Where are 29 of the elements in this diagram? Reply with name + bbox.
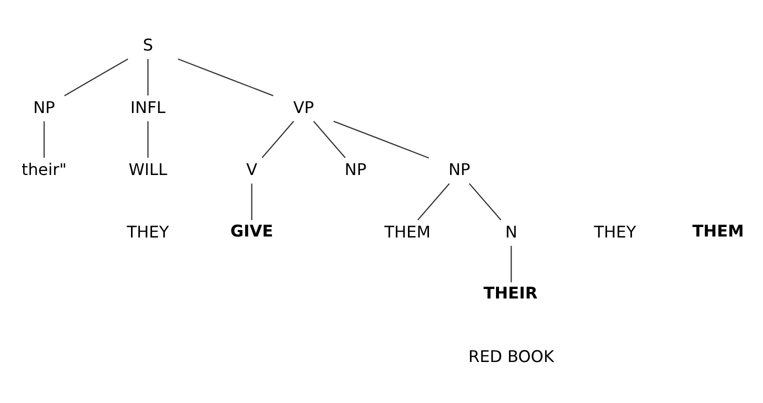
node-text: THEM [384, 222, 430, 241]
node-text: NP [448, 160, 470, 179]
connector [510, 245, 512, 282]
connector [64, 58, 128, 96]
node-text: NP [344, 160, 366, 179]
connector [468, 182, 502, 220]
connector [333, 120, 430, 158]
connector [262, 120, 294, 158]
label: THEM [692, 220, 744, 240]
node-text: V [246, 160, 258, 179]
node-text: GIVE [230, 220, 274, 240]
connector [178, 58, 274, 96]
node-text: NP [33, 97, 56, 116]
connector [44, 120, 45, 158]
connector [147, 120, 149, 158]
node-text: N [505, 222, 518, 241]
node-text: INFL [130, 97, 166, 116]
node-text: WILL [128, 160, 168, 179]
label: THEY [594, 222, 636, 241]
connector [313, 120, 346, 158]
node-text: S [142, 35, 154, 54]
node-text: their" [22, 160, 67, 179]
connector [147, 58, 149, 95]
label: RED BOOK [468, 346, 554, 366]
label: THEY [126, 222, 169, 241]
connector [251, 183, 252, 220]
node-text: VP [293, 97, 314, 116]
connector [417, 182, 450, 220]
node-text: THEIR [484, 283, 538, 302]
